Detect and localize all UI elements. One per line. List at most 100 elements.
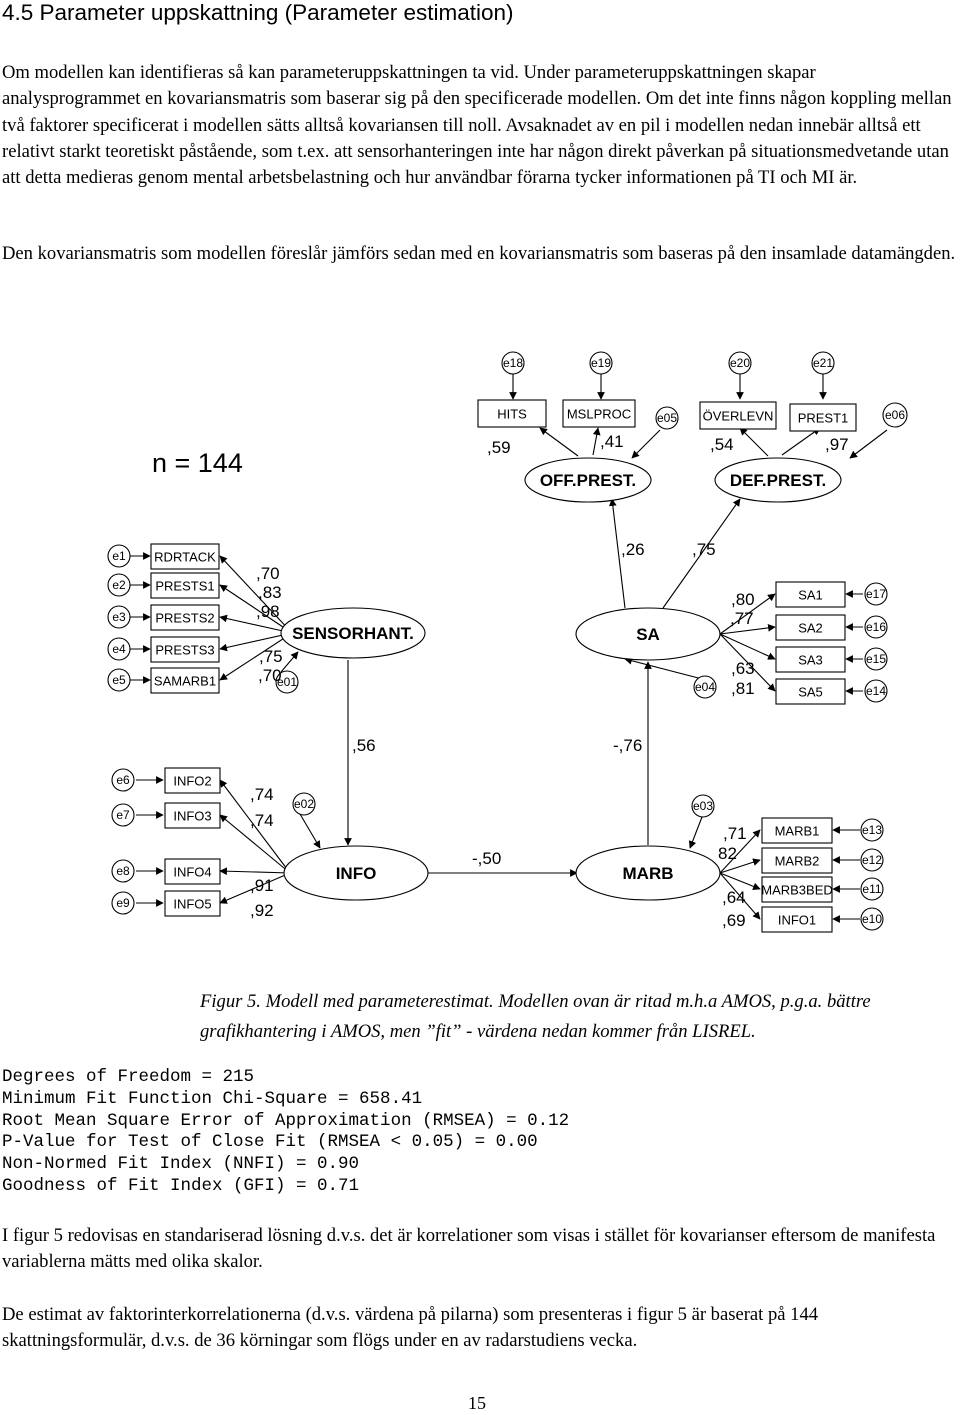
latent-ellipse-sensor (280, 607, 426, 659)
error-circle-e13 (860, 818, 884, 842)
error-label-e5: e5 (112, 673, 126, 687)
latent-ellipse-off (524, 457, 652, 503)
arrow-info-info4 (219, 867, 291, 876)
latent-ellipse-sa (575, 607, 721, 661)
arrow-marb-marb3bed (719, 872, 761, 891)
coefficient-overlevn: ,54 (710, 435, 734, 454)
error-label-e1: e1 (112, 549, 126, 563)
error-label-e15: e15 (866, 652, 886, 666)
observed-box-mslproc (562, 399, 636, 428)
arrow-sa-sa3 (719, 633, 776, 660)
error-circle-e04 (693, 675, 717, 699)
error-label-e01: e01 (277, 675, 297, 689)
observed-label-mslproc: MSLPROC (567, 407, 631, 422)
coefficient-hits: ,59 (487, 438, 511, 457)
error-label-e12: e12 (862, 853, 882, 867)
error-circle-e11 (860, 877, 884, 901)
observed-label-rdrtack: RDRTACK (154, 550, 216, 565)
error-label-e8: e8 (116, 864, 130, 878)
observed-label-prests1: PRESTS1 (155, 579, 214, 594)
coefficient-sa1: ,80 (731, 590, 755, 609)
error-label-e10: e10 (862, 912, 882, 926)
observed-label-overlevn: ÖVERLEVN (703, 409, 774, 424)
coefficient-prests1: ,83 (258, 583, 282, 602)
observed-label-info1: INFO1 (778, 913, 816, 928)
paragraph-standardized: I figur 5 redovisas en standariserad lös… (2, 1225, 936, 1273)
arrow-e06-def (849, 429, 888, 459)
error-circle-e7 (111, 803, 135, 827)
coefficient-sa2: ,77 (730, 609, 754, 628)
error-label-e13: e13 (862, 823, 882, 837)
arrow-e04-sa (624, 657, 707, 681)
arrow-sa-sa2 (719, 624, 776, 635)
error-circle-e06 (882, 402, 908, 428)
arrow-marb-marb2 (719, 858, 761, 874)
latent-label-marb: MARB (623, 864, 674, 883)
error-circle-e03 (691, 794, 715, 818)
observed-label-info3: INFO3 (173, 809, 211, 824)
observed-box-info4 (164, 858, 221, 885)
stat-line: Goodness of Fit Index (GFI) = 0.71 (2, 1175, 360, 1196)
coefficient-info1: ,69 (722, 911, 746, 930)
error-circle-e01 (275, 670, 299, 694)
observed-label-sa2: SA2 (798, 621, 823, 636)
observed-box-info1 (761, 906, 833, 933)
error-label-e05: e05 (657, 411, 677, 425)
latent-label-off: OFF.PREST. (540, 471, 636, 490)
observed-box-prests3 (150, 636, 220, 663)
observed-box-marb1 (761, 817, 833, 844)
arrow-sensor-prests2 (219, 614, 293, 634)
coefficient-prest1: ,97 (825, 435, 849, 454)
figure-caption: Figur 5. Modell med parameterestimat. Mo… (200, 991, 871, 1042)
arrow-def-overlevn (739, 427, 769, 457)
error-label-e18: e18 (503, 356, 523, 370)
error-label-e20: e20 (730, 356, 750, 370)
error-circle-e19 (589, 351, 613, 375)
coefficient-sa_off: ,26 (621, 540, 645, 559)
latent-ellipse-marb (575, 845, 721, 901)
error-circle-e10 (860, 907, 884, 931)
error-label-e6: e6 (116, 773, 130, 787)
error-circle-e8 (111, 859, 135, 883)
arrow-sensor-samarb1 (219, 632, 293, 681)
observed-label-sa3: SA3 (798, 653, 823, 668)
observed-label-prests2: PRESTS2 (155, 611, 214, 626)
error-circle-e05 (655, 406, 679, 430)
arrow-sensor-rdrtack (219, 555, 293, 634)
coefficient-sa3: ,63 (731, 659, 755, 678)
paragraph-covariance: Den kovariansmatris som modellen föreslå… (2, 243, 956, 264)
arrow-sa-off (608, 498, 626, 609)
error-circle-e1 (107, 544, 131, 568)
coefficient-info3: ,74 (250, 811, 274, 830)
error-circle-e21 (811, 351, 835, 375)
observed-box-sa3 (775, 646, 846, 673)
error-circle-e20 (728, 351, 752, 375)
observed-box-sa2 (775, 614, 846, 641)
arrow-info-info5 (219, 872, 291, 904)
error-circle-e5 (107, 668, 131, 692)
error-label-e19: e19 (591, 356, 611, 370)
arrow-marb-marb1 (719, 829, 761, 874)
error-label-e03: e03 (693, 799, 713, 813)
error-label-e14: e14 (866, 684, 886, 698)
observed-label-info4: INFO4 (173, 865, 211, 880)
page-number: 15 (468, 1393, 486, 1413)
coefficient-marb1: ,71 (723, 824, 747, 843)
coefficient-info2: ,74 (250, 785, 274, 804)
coefficient-sa_def: ,75 (692, 540, 716, 559)
stat-line: Root Mean Square Error of Approximation … (2, 1110, 570, 1131)
arrow-sensor-prests1 (219, 584, 293, 634)
coefficient-samarb1: ,70 (258, 666, 282, 685)
paragraph-estimates: De estimat av faktorinterkorrelationerna… (2, 1304, 819, 1352)
error-label-e21: e21 (813, 356, 833, 370)
arrow-marb-info1 (719, 872, 761, 920)
sample-size-label: n = 144 (152, 448, 243, 478)
arrow-e05-off (631, 429, 661, 459)
error-circle-e14 (864, 679, 888, 703)
arrow-def-prest1 (781, 427, 821, 456)
error-label-e02: e02 (294, 797, 314, 811)
error-circle-e6 (111, 768, 135, 792)
error-circle-e12 (860, 848, 884, 872)
paragraph-intro: Om modellen kan identifieras så kan para… (2, 62, 952, 189)
